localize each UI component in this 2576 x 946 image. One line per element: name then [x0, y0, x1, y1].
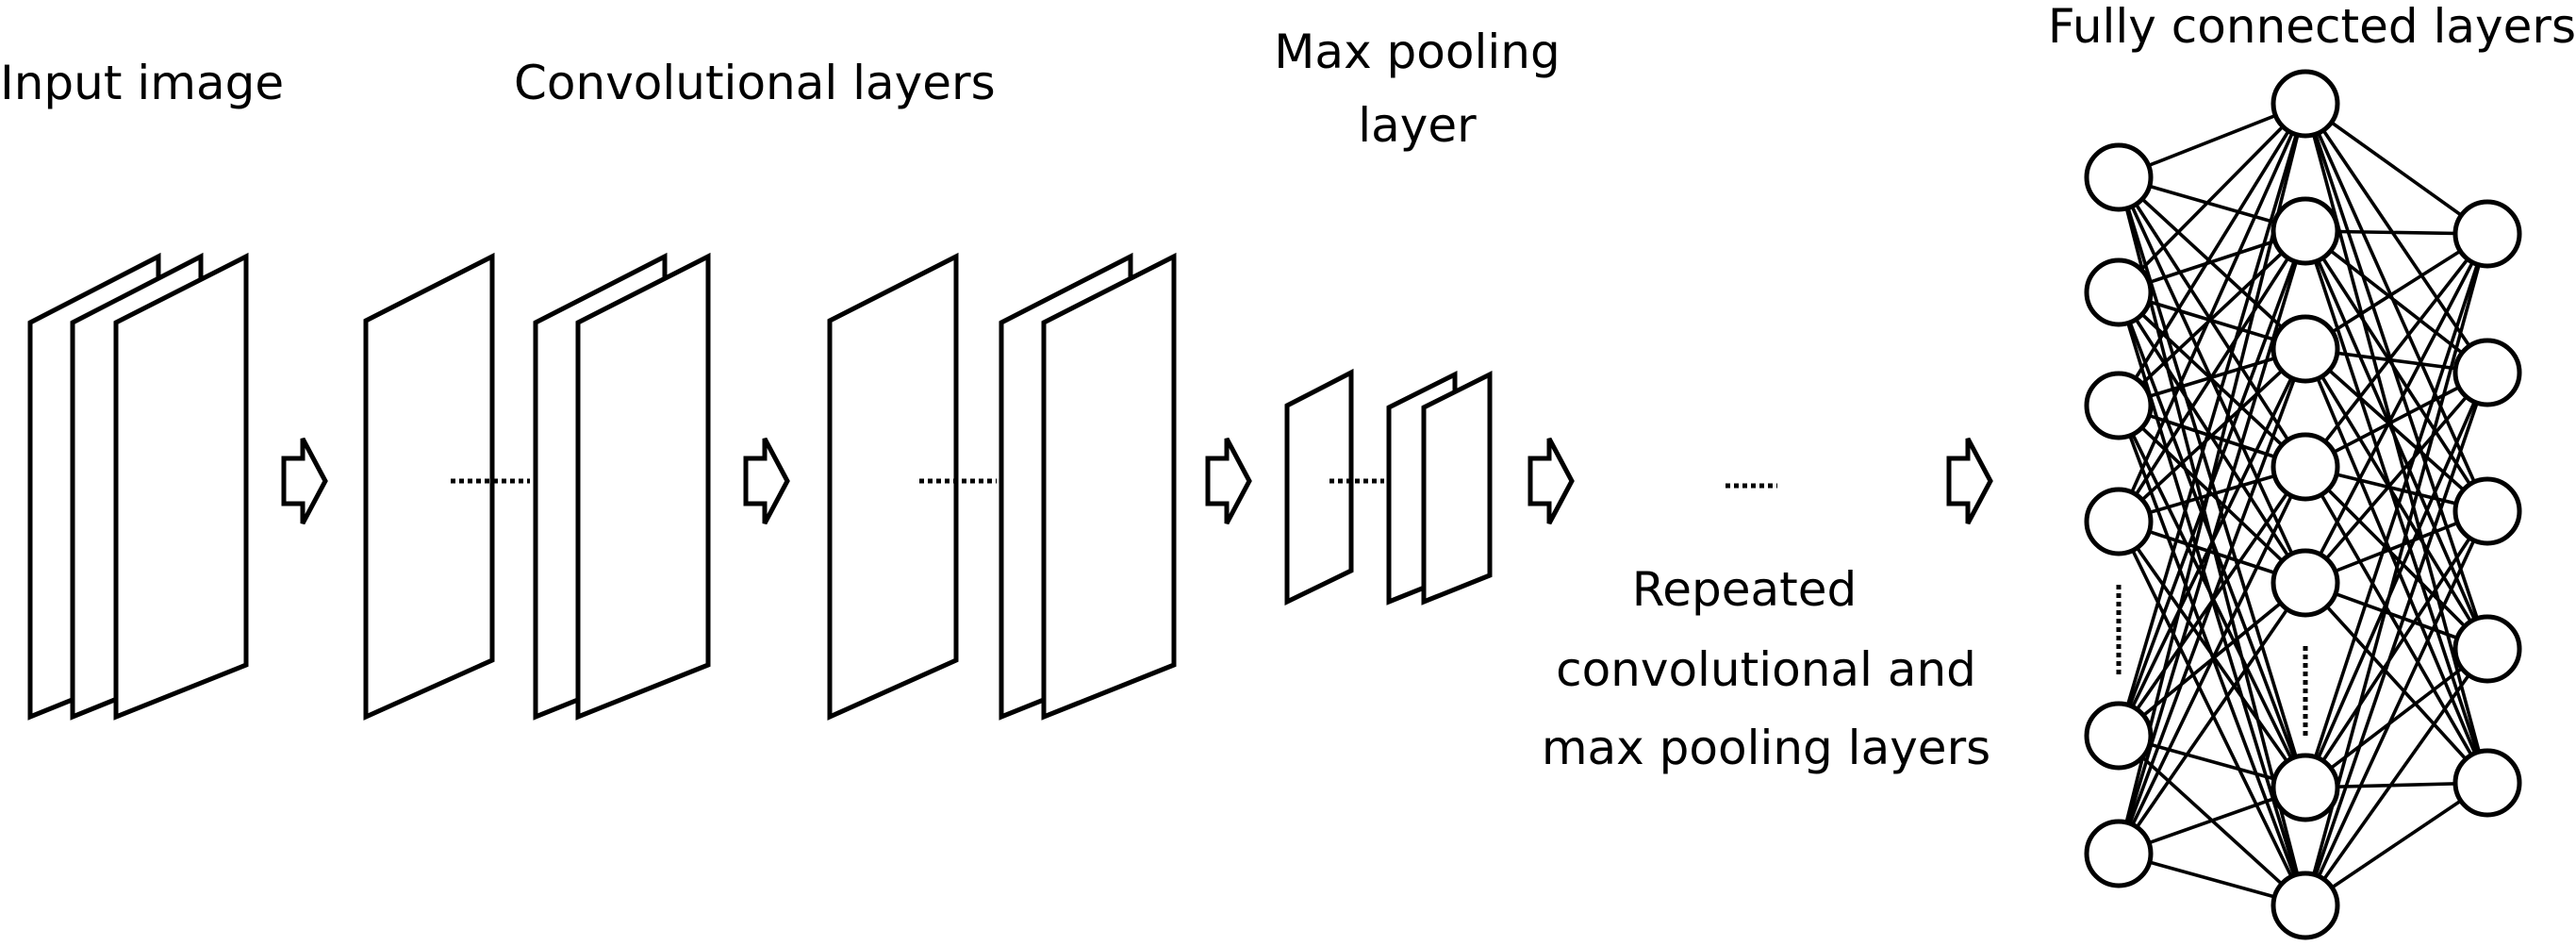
connection-edge: [2117, 103, 2307, 523]
max-pooling-block: [1284, 368, 1493, 606]
label-input-image: Input image: [0, 56, 284, 110]
connection-edge: [2304, 348, 2489, 650]
arrow-icon-3: [1205, 437, 1252, 525]
connection-edge: [2304, 233, 2489, 584]
convolutional-layer-block-2: [827, 252, 1177, 721]
output-layer-node: [2452, 476, 2522, 546]
label-max-pooling-line2: layer: [1358, 98, 1477, 153]
output-layer-node: [2452, 338, 2522, 407]
pooled-map-single: [1284, 368, 1354, 606]
hidden-layer-node: [2271, 871, 2340, 940]
connection-edge: [2117, 520, 2307, 789]
connection-edge: [2304, 372, 2489, 788]
pooled-map-front: [1421, 370, 1493, 606]
connection-edge: [2304, 466, 2489, 784]
connection-edge: [2304, 232, 2489, 469]
hidden-layer-node: [2271, 753, 2340, 822]
input-sheet-3: [113, 252, 249, 721]
connection-edge: [2117, 521, 2307, 906]
connection-edge: [2304, 372, 2489, 906]
input-layer-node: [2084, 701, 2154, 771]
feature-map-front: [1041, 252, 1177, 721]
hidden-layer-node: [2271, 432, 2340, 502]
connection-edge: [2304, 781, 2489, 907]
connection-edge: [2117, 466, 2307, 855]
label-repeated-line1: Repeated: [1632, 562, 1858, 617]
arrow-icon-1: [281, 437, 328, 525]
connection-edge: [2117, 347, 2307, 523]
arrow-icon-4: [1527, 437, 1575, 525]
connection-edge: [2304, 371, 2489, 585]
connection-edge: [2304, 102, 2489, 236]
hidden-layer-node: [2271, 196, 2340, 266]
fully-connected-network: [2084, 69, 2522, 940]
connection-edge: [2117, 102, 2307, 294]
connection-edge: [2304, 581, 2489, 785]
hidden-layer-node: [2271, 548, 2340, 618]
output-layer-node: [2452, 199, 2522, 269]
connection-edge: [2117, 103, 2307, 737]
fc-nodes: [2084, 69, 2522, 940]
input-layer-node: [2084, 371, 2154, 440]
connection-edge: [2304, 647, 2489, 789]
connection-edge: [2304, 510, 2489, 788]
input-layer-node: [2084, 487, 2154, 556]
convolutional-layer-block-1: [363, 252, 711, 721]
output-layer-node: [2452, 748, 2522, 818]
label-max-pooling-line1: Max pooling: [1274, 25, 1560, 79]
label-repeated-line3: max pooling layers: [1542, 721, 1990, 775]
connection-edge: [2117, 230, 2307, 523]
label-convolutional-layers: Convolutional layers: [514, 56, 996, 110]
feature-map-single: [363, 252, 495, 721]
input-layer-node: [2084, 257, 2154, 327]
connection-edge: [2117, 229, 2307, 407]
feature-map-single: [827, 252, 959, 721]
hidden-layer-node: [2271, 314, 2340, 384]
arrow-icon-5: [1946, 437, 1993, 525]
connection-edge: [2304, 510, 2489, 906]
feature-map-front: [575, 252, 711, 721]
connection-edge: [2117, 581, 2307, 855]
connection-edge: [2117, 103, 2307, 407]
label-fully-connected-layers: Fully connected layers: [2048, 0, 2576, 54]
connection-edge: [2304, 347, 2489, 513]
input-layer-node: [2084, 819, 2154, 888]
connection-edge: [2304, 647, 2489, 907]
arrow-icon-2: [743, 437, 790, 525]
hidden-layer-node: [2271, 69, 2340, 139]
label-repeated-line2: convolutional and: [1556, 642, 1976, 697]
connection-edge: [2304, 233, 2489, 788]
input-layer-node: [2084, 142, 2154, 212]
connection-edge: [2304, 465, 2489, 651]
connection-edge: [2304, 232, 2488, 351]
connection-edge: [2117, 348, 2307, 855]
output-layer-node: [2452, 614, 2522, 684]
input-image-stack: [27, 252, 249, 721]
